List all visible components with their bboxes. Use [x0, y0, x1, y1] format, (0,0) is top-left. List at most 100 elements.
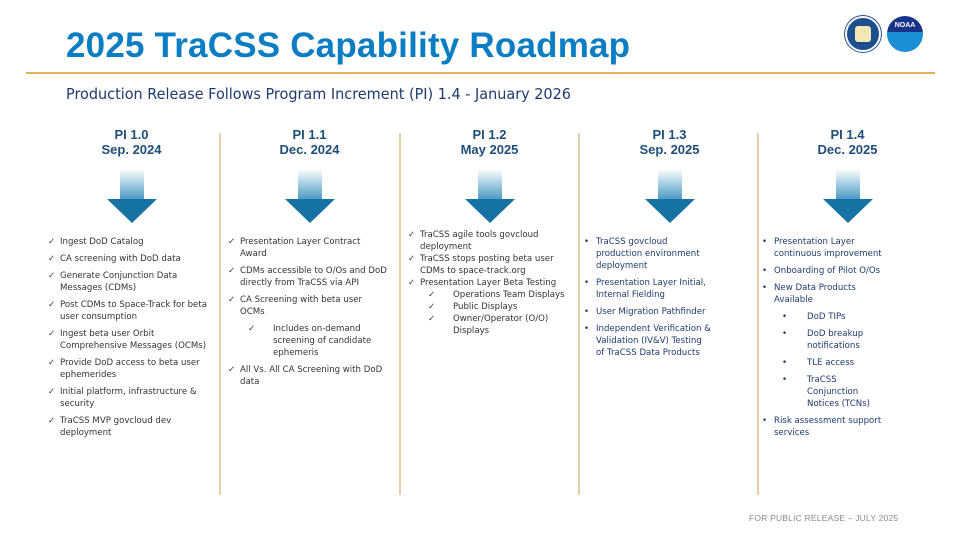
- list-item: ✓TraCSS stops posting beta user CDMs to …: [408, 253, 568, 277]
- list-item: ✓CA screening with DoD data: [48, 253, 208, 265]
- checkmark-icon: ✓: [408, 230, 416, 240]
- sub-list-item: ✓Public Displays: [408, 301, 568, 313]
- checkmark-icon: ✓: [48, 358, 56, 368]
- bullet-icon: •: [762, 416, 768, 426]
- capability-list: ✓TraCSS agile tools govcloud deployment✓…: [408, 229, 568, 337]
- item-text: TraCSS MVP govcloud dev deployment: [60, 416, 172, 438]
- list-item: •TraCSS govcloud production environment …: [584, 236, 712, 272]
- item-text: Presentation Layer Initial, Internal Fie…: [596, 278, 706, 300]
- page-title: 2025 TraCSS Capability Roadmap: [66, 26, 631, 65]
- item-text: Generate Conjunction Data Messages (CDMs…: [60, 271, 178, 293]
- bullet-icon: •: [762, 237, 768, 247]
- item-text: TraCSS govcloud production environment d…: [596, 237, 700, 271]
- list-item: • Presentation Layer Initial, Internal Fi…: [584, 277, 712, 301]
- pi-label: PI 1.0: [114, 127, 149, 142]
- item-text: Post CDMs to Space-Track for beta user c…: [60, 300, 207, 322]
- checkmark-icon: ✓: [48, 300, 56, 310]
- list-item: •Onboarding of Pilot O/Os: [762, 265, 890, 277]
- bullet-icon: •: [762, 283, 768, 293]
- item-text: TraCSS Conjunction Notices (TCNs): [807, 375, 871, 409]
- down-arrow-icon: [106, 169, 157, 227]
- list-item: ✓ TraCSS MVP govcloud dev deployment: [48, 415, 208, 439]
- list-item: ✓ TraCSS agile tools govcloud deployment: [408, 229, 568, 253]
- item-text: CA Screening with beta user OCMs: [240, 295, 362, 317]
- list-item: ✓Ingest beta user Orbit Comprehensive Me…: [48, 328, 208, 352]
- checkmark-icon: ✓: [48, 237, 56, 247]
- item-text: Initial platform, infrastructure & secur…: [60, 387, 197, 409]
- item-text: Provide DoD access to beta user ephemeri…: [60, 358, 200, 380]
- item-text: DoD breakup notifications: [807, 329, 864, 351]
- list-item: ✓All Vs. All CA Screening with DoD data: [228, 364, 388, 388]
- down-arrow-icon: [644, 169, 695, 227]
- item-text: Ingest beta user Orbit Comprehensive Mes…: [60, 329, 207, 351]
- down-arrow-icon: [284, 169, 335, 227]
- list-item: ✓ Initial platform, infrastructure & secu…: [48, 386, 208, 410]
- checkmark-icon: ✓: [48, 416, 56, 426]
- pi-date: Sep. 2024: [101, 142, 162, 157]
- item-text: Presentation Layer continuous improvemen…: [774, 237, 882, 259]
- checkmark-icon: ✓: [228, 237, 236, 247]
- list-item: ✓ Ingest DoD Catalog: [48, 236, 208, 248]
- bullet-icon: •: [584, 278, 590, 288]
- item-text: User Migration Pathfinder: [596, 307, 706, 317]
- checkmark-icon: ✓: [228, 266, 236, 276]
- list-item: ✓ Provide DoD access to beta user ephemer…: [48, 357, 208, 381]
- item-text: TraCSS agile tools govcloud deployment: [420, 230, 539, 252]
- logos: NOAA: [845, 16, 923, 52]
- item-text: DoD TIPs: [807, 312, 846, 322]
- checkmark-icon: ✓: [48, 254, 56, 264]
- list-item: •Risk assessment support services: [762, 415, 890, 439]
- column-divider: [399, 133, 401, 495]
- item-text: All Vs. All CA Screening with DoD data: [240, 365, 383, 387]
- pi-date: May 2025: [460, 142, 519, 157]
- item-text: Presentation Layer Beta Testing: [420, 278, 557, 288]
- item-text: Owner/Operator (O/O) Displays: [453, 314, 549, 336]
- item-text: CDMs accessible to O/Os and DoD directly…: [240, 266, 387, 288]
- sub-list-item: •DoD TIPs: [762, 311, 890, 323]
- capability-list: ✓ Ingest DoD Catalog ✓CA screening with Do…: [48, 236, 208, 444]
- capability-list: ✓Presentation Layer Contract Award✓CDMs …: [228, 236, 388, 393]
- bullet-icon: •: [782, 329, 788, 339]
- list-item: •Independent Verification & Validation (…: [584, 323, 712, 359]
- item-text: Ingest DoD Catalog: [60, 237, 144, 247]
- bullet-icon: •: [782, 375, 788, 385]
- bullet-icon: •: [584, 307, 590, 317]
- list-item: • Presentation Layer continuous improveme…: [762, 236, 890, 260]
- list-item: ✓ Post CDMs to Space-Track for beta user …: [48, 299, 208, 323]
- down-arrow-icon: [464, 169, 515, 227]
- footer-release-note: FOR PUBLIC RELEASE – JULY 2025: [749, 513, 899, 523]
- list-item: ✓Presentation Layer Beta Testing: [408, 277, 568, 289]
- checkmark-icon: ✓: [248, 324, 256, 334]
- bullet-icon: •: [584, 324, 590, 334]
- item-text: TLE access: [807, 358, 855, 368]
- item-text: Includes on-demand screening of candidat…: [273, 324, 372, 358]
- checkmark-icon: ✓: [428, 290, 436, 300]
- list-item: • User Migration Pathfinder: [584, 306, 712, 318]
- column-divider: [757, 133, 759, 495]
- column-divider: [219, 133, 221, 495]
- pi-date: Dec. 2025: [817, 142, 878, 157]
- list-item: ✓ CA Screening with beta user OCMs: [228, 294, 388, 318]
- sub-list-item: • TraCSS Conjunction Notices (TCNs): [762, 374, 890, 410]
- pi-date: Dec. 2024: [279, 142, 340, 157]
- list-item: ✓ CDMs accessible to O/Os and DoD directl…: [228, 265, 388, 289]
- title-rule: [26, 72, 935, 74]
- bullet-icon: •: [782, 358, 788, 368]
- item-text: TraCSS stops posting beta user CDMs to s…: [420, 254, 554, 276]
- subtitle: Production Release Follows Program Incre…: [66, 85, 571, 103]
- checkmark-icon: ✓: [228, 295, 236, 305]
- checkmark-icon: ✓: [428, 302, 436, 312]
- checkmark-icon: ✓: [48, 387, 56, 397]
- noaa-logo: NOAA: [887, 16, 923, 52]
- item-text: Operations Team Displays: [453, 290, 565, 300]
- list-item: ✓Generate Conjunction Data Messages (CDM…: [48, 270, 208, 294]
- pi-label: PI 1.3: [652, 127, 687, 142]
